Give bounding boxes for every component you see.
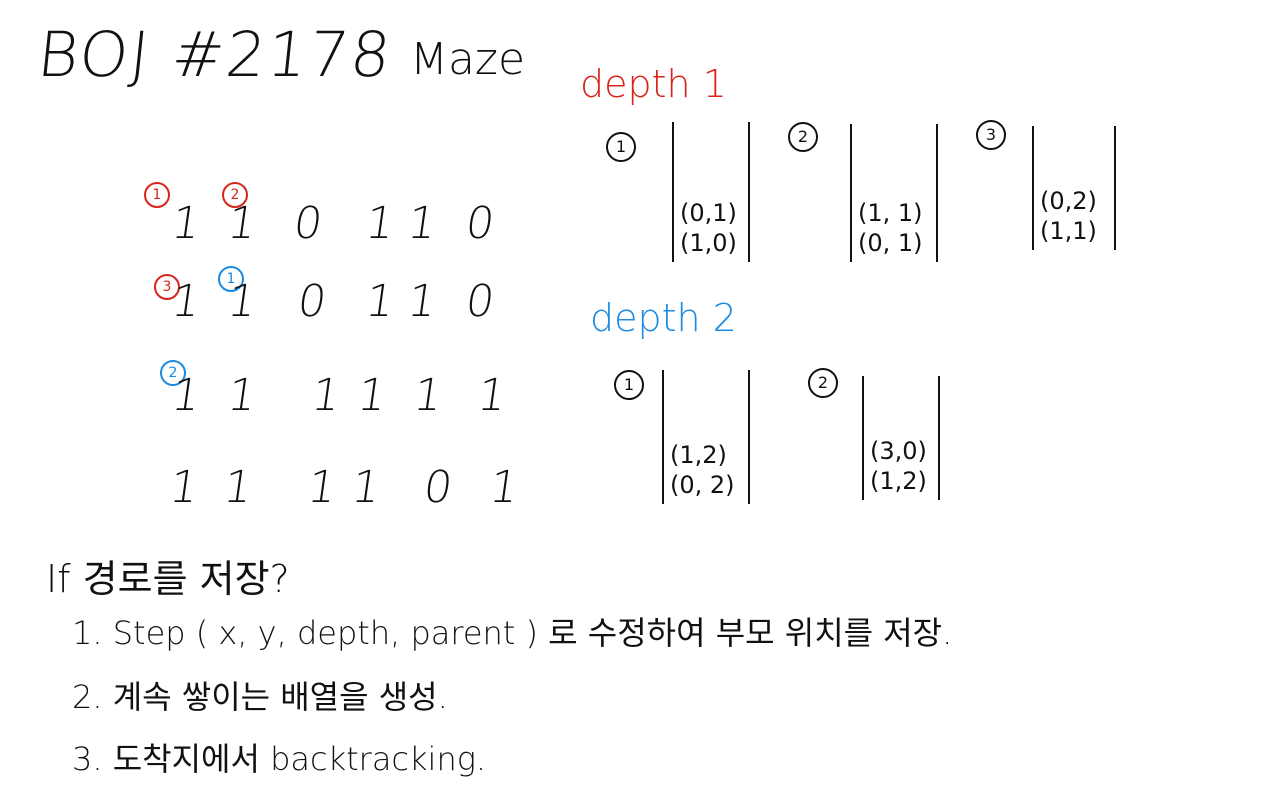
stack-item: (1,2) [870,467,927,495]
grid-marker-red-3: 3 [154,274,180,300]
stack-item: (0, 1) [858,229,923,257]
grid-cell: 1 [304,462,340,513]
grid-cell: 1 [410,370,446,421]
grid-marker-red-2: 2 [222,182,248,208]
notes-line-1: 1. Step ( x, y, depth, parent ) 로 수정하여 부… [72,614,953,652]
grid-cell: 1 [168,370,204,421]
depth-1-stack-2-number: 2 [788,122,818,152]
grid-cell: 0 [462,198,498,249]
grid-marker-red-1: 1 [144,182,170,208]
maze-grid: 1 2 3 1 2 1 1 0 1 1 0 1 1 0 1 1 0 1 1 1 … [144,170,530,530]
grid-cell: 1 [474,370,510,421]
depth-1-stack-2: (1, 1) (0, 1) [850,124,938,262]
page-title: BOJ #2178 [34,18,396,91]
grid-cell: 1 [362,198,398,249]
stack-item: (1, 1) [858,199,923,227]
grid-cell: 0 [294,276,330,327]
grid-cell: 1 [404,198,440,249]
stack-item: (3,0) [870,437,927,465]
depth-2-stack-1: (1,2) (0, 2) [662,370,750,504]
depth-1-stack-3: (0,2) (1,1) [1032,126,1116,250]
grid-cell: 1 [404,276,440,327]
page-subtitle: Maze [410,34,526,85]
notes-line-2: 2. 계속 쌓이는 배열을 생성. [72,678,448,716]
grid-cell: 1 [224,276,260,327]
stack-item: (1,2) [670,441,727,469]
stack-item: (0,1) [680,199,737,227]
grid-cell: 1 [166,462,202,513]
grid-marker-blue-1: 1 [218,266,244,292]
grid-cell: 1 [362,276,398,327]
grid-cell: 1 [224,198,260,249]
stack-item: (1,1) [1040,217,1097,245]
grid-cell: 0 [290,198,326,249]
depth-2-stack-2: (3,0) (1,2) [862,376,940,500]
grid-cell: 1 [308,370,344,421]
grid-cell: 1 [354,370,390,421]
depth-1-stack-1-number: 1 [606,132,636,162]
stack-item: (0,2) [1040,187,1097,215]
grid-marker-blue-2: 2 [160,360,186,386]
notes-heading: If 경로를 저장? [46,557,290,601]
stack-item: (1,0) [680,229,737,257]
notes-line-3: 3. 도착지에서 backtracking. [72,740,487,778]
grid-cell: 1 [486,462,522,513]
grid-cell: 1 [168,198,204,249]
grid-cell: 1 [168,276,204,327]
grid-cell: 0 [462,276,498,327]
depth-2-stack-2-number: 2 [808,368,838,398]
grid-cell: 0 [420,462,456,513]
depth-2-label: depth 2 [590,296,737,340]
grid-cell: 1 [220,462,256,513]
grid-cell: 1 [224,370,260,421]
depth-1-label: depth 1 [580,62,727,106]
stack-item: (0, 2) [670,471,735,499]
depth-1-stack-3-number: 3 [976,120,1006,150]
depth-1-stack-1: (0,1) (1,0) [672,122,750,262]
depth-2-stack-1-number: 1 [614,370,644,400]
grid-cell: 1 [348,462,384,513]
